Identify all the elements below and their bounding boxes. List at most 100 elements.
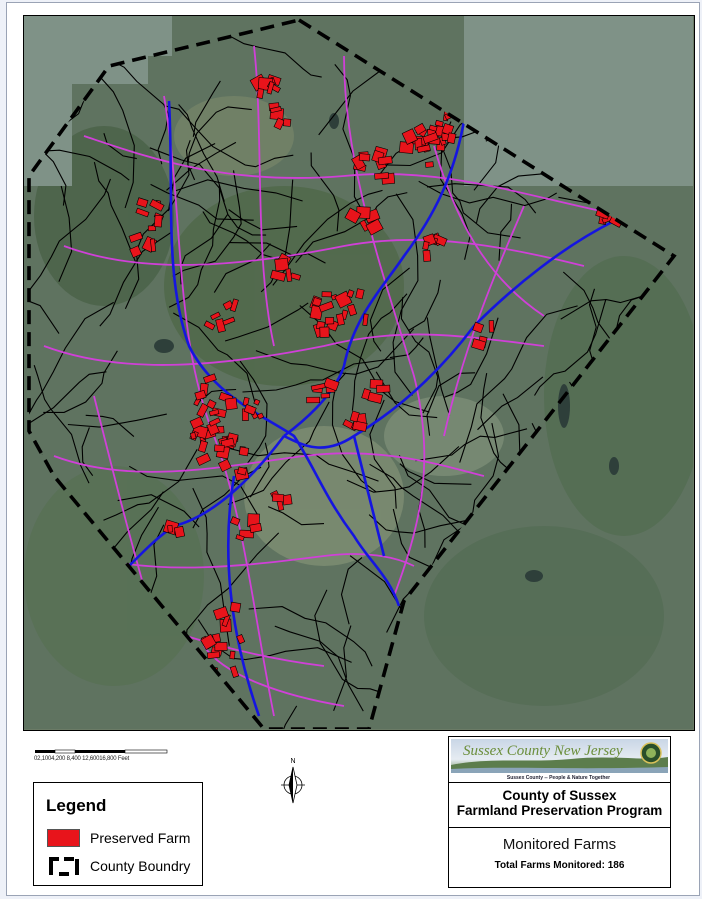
preserved-farm-parcel[interactable] xyxy=(229,650,236,660)
preserved-farm-swatch xyxy=(47,829,80,847)
preserved-farm-parcel[interactable] xyxy=(285,268,293,282)
preserved-farm-parcel[interactable] xyxy=(256,88,265,99)
preserved-farm-parcel[interactable] xyxy=(367,391,383,404)
preserved-farm-parcel[interactable] xyxy=(153,214,163,228)
preserved-farm-parcel[interactable] xyxy=(217,458,232,473)
preserved-farm-parcel[interactable] xyxy=(194,389,207,401)
preserved-farm-parcel[interactable] xyxy=(135,207,150,218)
preserved-farm-parcel[interactable] xyxy=(136,197,149,208)
preserved-farm-parcel[interactable] xyxy=(206,399,217,410)
preserved-farm-parcel[interactable] xyxy=(352,420,368,432)
preserved-farm-parcel[interactable] xyxy=(173,525,186,539)
preserved-farm-parcel[interactable] xyxy=(203,320,216,331)
local-road xyxy=(267,506,325,526)
aerial-map[interactable] xyxy=(24,16,693,729)
preserved-farm-parcel[interactable] xyxy=(376,384,391,393)
preserved-farm-parcel[interactable] xyxy=(203,373,217,384)
preserved-farm-parcel[interactable] xyxy=(434,119,444,128)
preserved-farm-parcel[interactable] xyxy=(224,397,238,411)
preserved-farm-parcel[interactable] xyxy=(346,289,355,298)
preserved-farm-parcel[interactable] xyxy=(422,249,432,262)
preserved-farm-parcel[interactable] xyxy=(401,128,418,145)
preserved-farm-parcel[interactable] xyxy=(189,416,204,430)
preserved-farm-parcel[interactable] xyxy=(488,320,495,333)
preserved-farm-parcel[interactable] xyxy=(347,303,358,317)
preserved-farm-parcel[interactable] xyxy=(253,398,261,406)
preserved-farm-parcel[interactable] xyxy=(377,155,393,166)
preserved-farm-parcel[interactable] xyxy=(220,437,235,449)
preserved-farm-parcel[interactable] xyxy=(309,305,324,321)
preserved-farm-parcel[interactable] xyxy=(206,651,221,659)
preserved-farm-parcel[interactable] xyxy=(235,534,245,542)
preserved-farm-parcel[interactable] xyxy=(306,396,320,404)
preserved-farm-parcel[interactable] xyxy=(208,409,220,417)
preserved-farm-parcel[interactable] xyxy=(242,396,250,407)
preserved-farm-parcel[interactable] xyxy=(359,219,370,232)
preserved-farm-parcel[interactable] xyxy=(214,444,225,453)
preserved-farm-parcel[interactable] xyxy=(321,291,332,298)
preserved-farm-parcel[interactable] xyxy=(270,269,287,282)
preserved-farm-parcel[interactable] xyxy=(349,410,360,423)
preserved-farm-parcel[interactable] xyxy=(282,118,292,127)
preserved-farm-parcel[interactable] xyxy=(323,377,340,392)
preserved-farm-parcel[interactable] xyxy=(243,404,257,416)
preserved-farm-parcel[interactable] xyxy=(149,198,165,212)
preserved-farm-parcel[interactable] xyxy=(237,466,248,476)
preserved-farm-parcel[interactable] xyxy=(200,633,217,651)
preserved-farm-parcel[interactable] xyxy=(355,288,365,300)
preserved-farm-parcel[interactable] xyxy=(189,431,197,440)
preserved-farm-parcel[interactable] xyxy=(129,245,143,259)
preserved-farm-parcel[interactable] xyxy=(416,144,431,153)
preserved-farm-parcel[interactable] xyxy=(266,81,275,95)
preserved-farm-parcel[interactable] xyxy=(413,122,427,136)
preserved-farm-parcel[interactable] xyxy=(269,106,282,114)
preserved-farm-parcel[interactable] xyxy=(365,218,384,236)
preserved-farm-parcel[interactable] xyxy=(208,417,221,427)
preserved-farm-parcel[interactable] xyxy=(214,642,228,652)
preserved-farm-parcel[interactable] xyxy=(471,338,487,351)
preserved-farm-parcel[interactable] xyxy=(362,313,369,326)
preserved-farm-parcel[interactable] xyxy=(222,300,234,311)
preserved-farm-parcel[interactable] xyxy=(273,117,285,131)
preserved-farm-parcel[interactable] xyxy=(229,298,239,313)
preserved-farm-parcel[interactable] xyxy=(441,122,455,136)
preserved-farm-parcel[interactable] xyxy=(210,311,221,321)
preserved-farm-parcel[interactable] xyxy=(318,300,335,313)
preserved-farm-parcel[interactable] xyxy=(222,316,236,326)
preserved-farm-parcel[interactable] xyxy=(422,241,430,251)
preserved-farm-parcel[interactable] xyxy=(249,522,263,533)
local-road xyxy=(29,301,114,432)
preserved-farm-parcel[interactable] xyxy=(229,601,242,613)
preserved-farm-parcel[interactable] xyxy=(197,440,209,453)
preserved-farm-parcel[interactable] xyxy=(196,402,209,418)
preserved-farm-parcel[interactable] xyxy=(422,132,439,145)
preserved-farm-parcel[interactable] xyxy=(324,317,335,325)
preserved-farm-parcel[interactable] xyxy=(195,452,212,466)
preserved-farm-parcel[interactable] xyxy=(238,446,250,457)
preserved-farm-parcel[interactable] xyxy=(274,257,290,272)
preserved-farm-parcel[interactable] xyxy=(147,225,157,232)
preserved-farm-parcel[interactable] xyxy=(310,383,326,391)
preserved-farm-parcel[interactable] xyxy=(319,326,330,338)
preserved-farm-parcel[interactable] xyxy=(229,516,241,526)
preserved-farm-parcel[interactable] xyxy=(335,313,345,326)
preserved-farm-parcel[interactable] xyxy=(358,153,371,162)
preserved-farm-parcel[interactable] xyxy=(212,606,230,621)
preserved-farm-parcel[interactable] xyxy=(374,172,390,180)
preserved-farm-parcel[interactable] xyxy=(167,524,173,533)
preserved-farm-parcel[interactable] xyxy=(428,124,438,132)
preserved-farm-parcel[interactable] xyxy=(320,393,330,399)
preserved-farm-parcel[interactable] xyxy=(128,231,144,243)
preserved-farm-parcel[interactable] xyxy=(229,665,240,678)
preserved-farm-parcel[interactable] xyxy=(271,493,285,503)
preserved-farm-parcel[interactable] xyxy=(149,238,157,252)
preserved-farm-parcel[interactable] xyxy=(472,321,485,334)
preserved-farm-parcel[interactable] xyxy=(344,207,362,224)
preserved-farm-parcel[interactable] xyxy=(425,161,434,168)
preserved-farm-parcel[interactable] xyxy=(236,634,246,645)
map-frame[interactable] xyxy=(23,15,695,731)
preserved-farm-parcel[interactable] xyxy=(256,412,265,420)
preserved-farm-parcel[interactable] xyxy=(311,297,323,307)
preserved-farm-parcel[interactable] xyxy=(239,529,254,539)
preserved-farm-parcel[interactable] xyxy=(446,132,457,145)
